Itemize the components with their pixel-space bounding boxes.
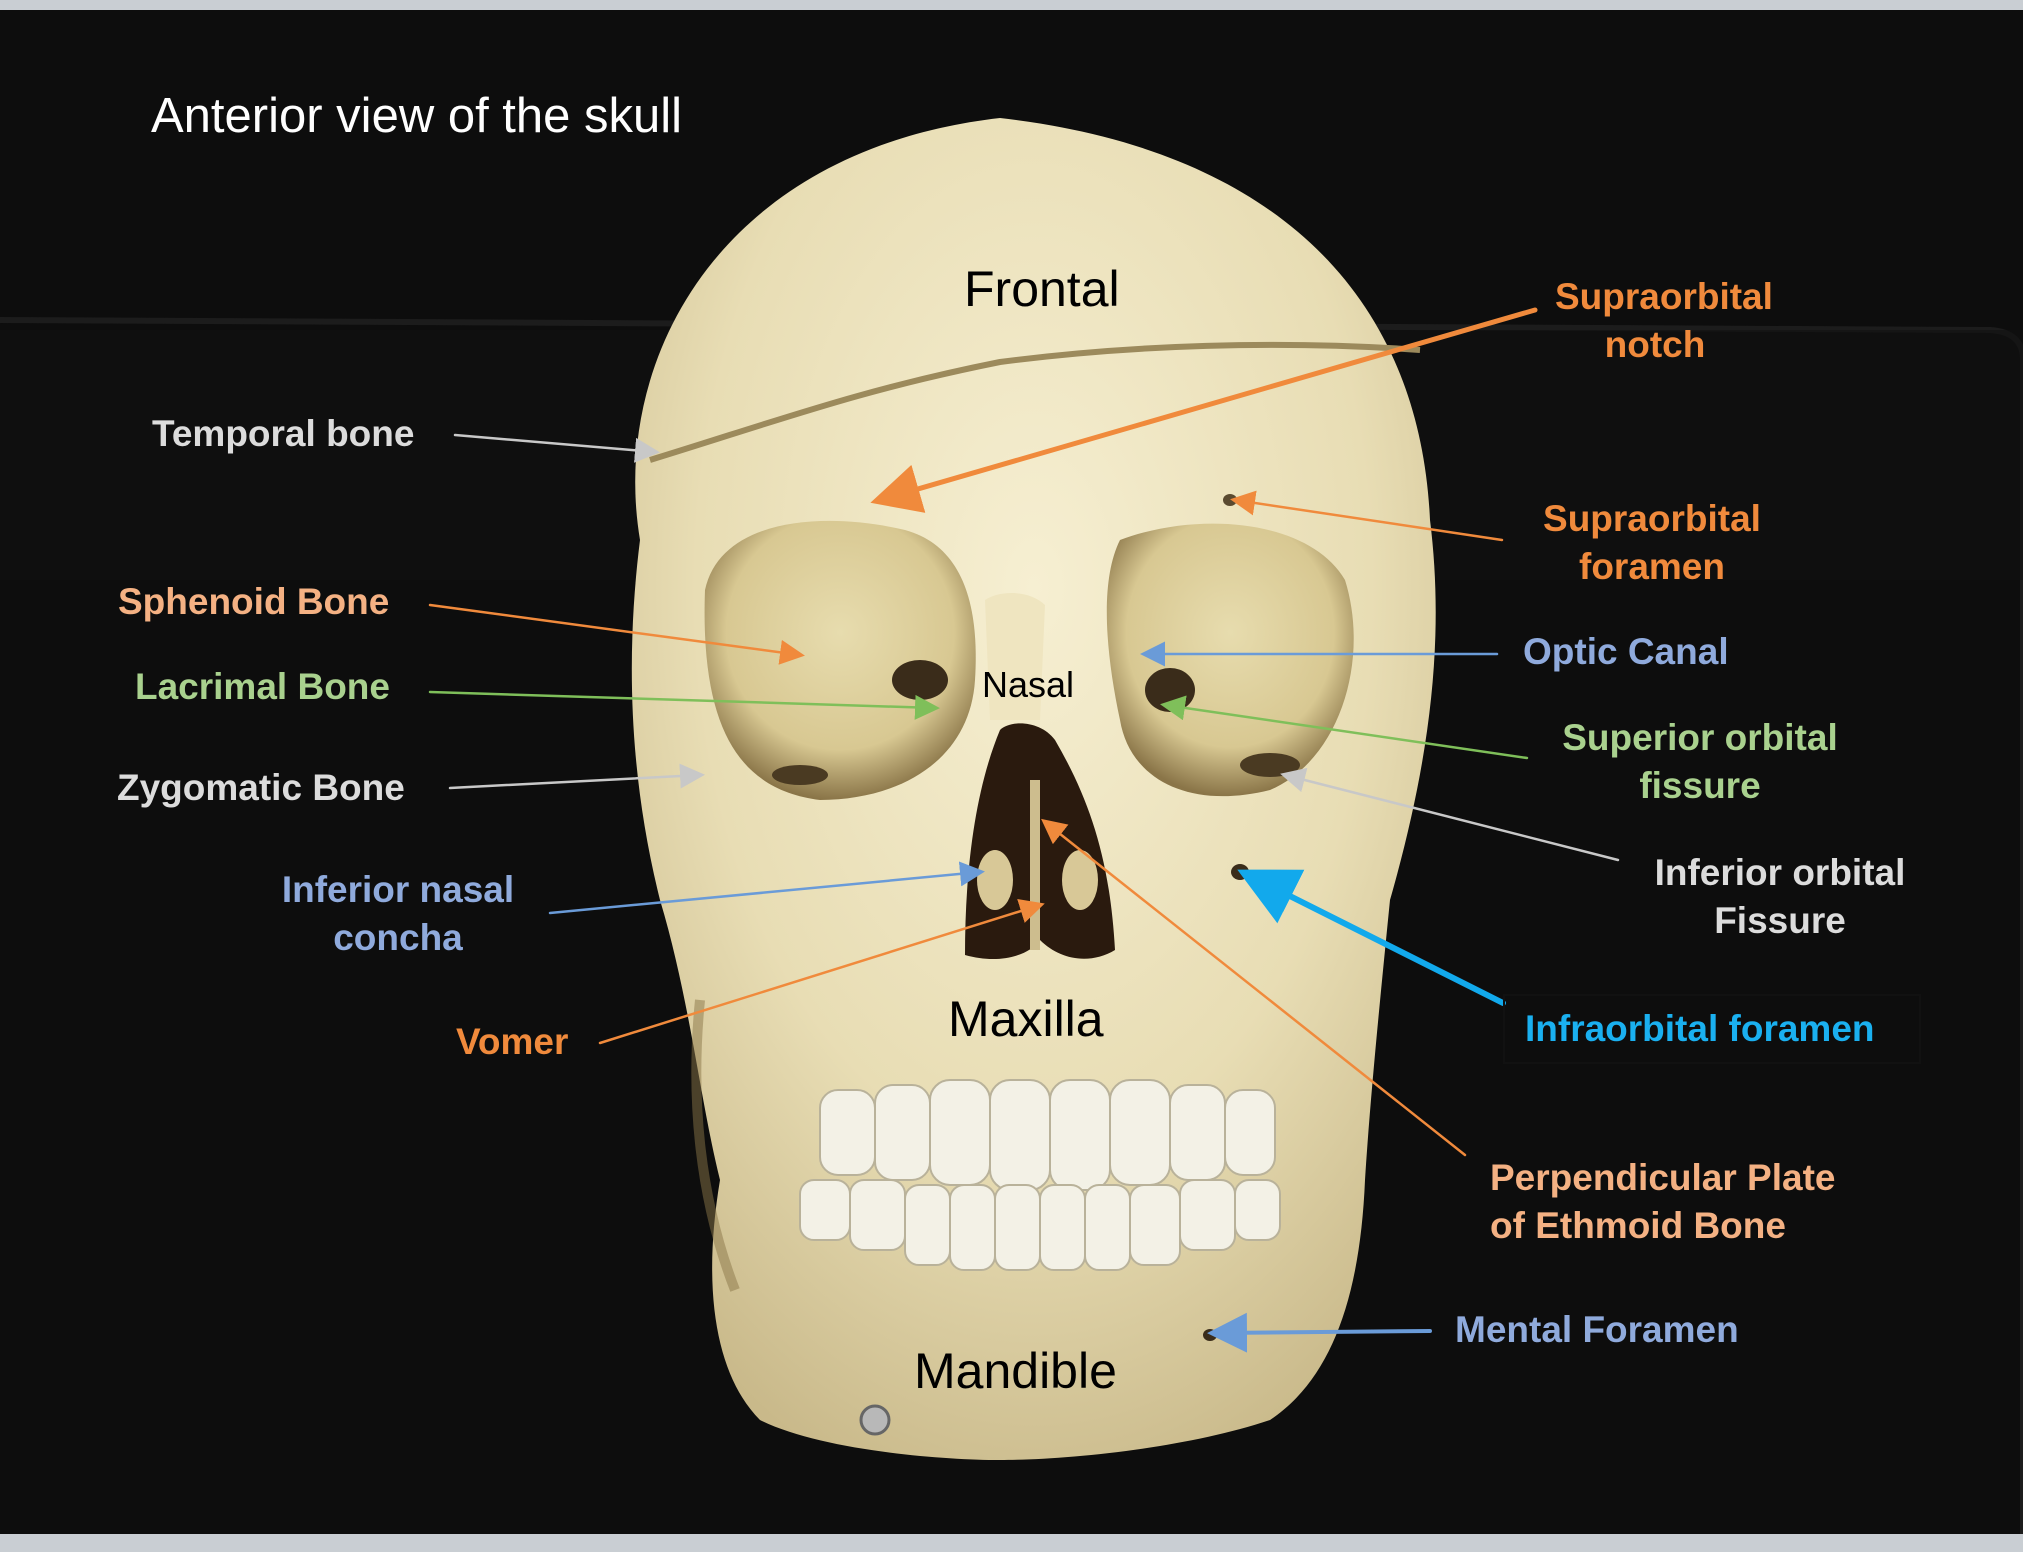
bone-label-frontal: Frontal <box>964 261 1120 317</box>
label-lacrimal-bone: Lacrimal Bone <box>135 666 390 707</box>
label-supraorbital-notch: Supraorbital notch <box>1555 276 1773 365</box>
label-perpendicular-plate: Perpendicular Plate of Ethmoid Bone <box>1490 1157 1836 1246</box>
label-superior-orbital-fissure: Superior orbital fissure <box>1562 717 1838 806</box>
left-orbit <box>1106 523 1354 797</box>
infraorbital-foramen-box <box>1503 994 1921 1064</box>
label-inferior-orbital-fissure: Inferior orbital Fissure <box>1654 852 1906 941</box>
bone-label-maxilla: Maxilla <box>948 991 1104 1047</box>
skull-shape <box>631 118 1436 1460</box>
label-zygomatic-bone: Zygomatic Bone <box>117 767 405 808</box>
right-orbit <box>704 520 976 800</box>
label-supraorbital-foramen: Supraorbital foramen <box>1543 498 1761 587</box>
label-vomer: Vomer <box>456 1021 569 1062</box>
label-mental-foramen: Mental Foramen <box>1455 1309 1739 1350</box>
label-sphenoid-bone: Sphenoid Bone <box>118 581 390 622</box>
label-inferior-nasal-concha: Inferior nasal concha <box>281 869 515 958</box>
label-temporal-bone: Temporal bone <box>152 413 415 454</box>
label-optic-canal: Optic Canal <box>1523 631 1729 672</box>
bone-label-mandible: Mandible <box>914 1343 1117 1399</box>
pointer-arrows <box>428 307 1620 1353</box>
label-infraorbital-foramen: Infraorbital foramen <box>1525 1008 1875 1049</box>
figure-title: Anterior view of the skull <box>151 89 683 143</box>
teeth <box>799 1079 1281 1271</box>
bone-label-nasal: Nasal <box>982 664 1075 705</box>
